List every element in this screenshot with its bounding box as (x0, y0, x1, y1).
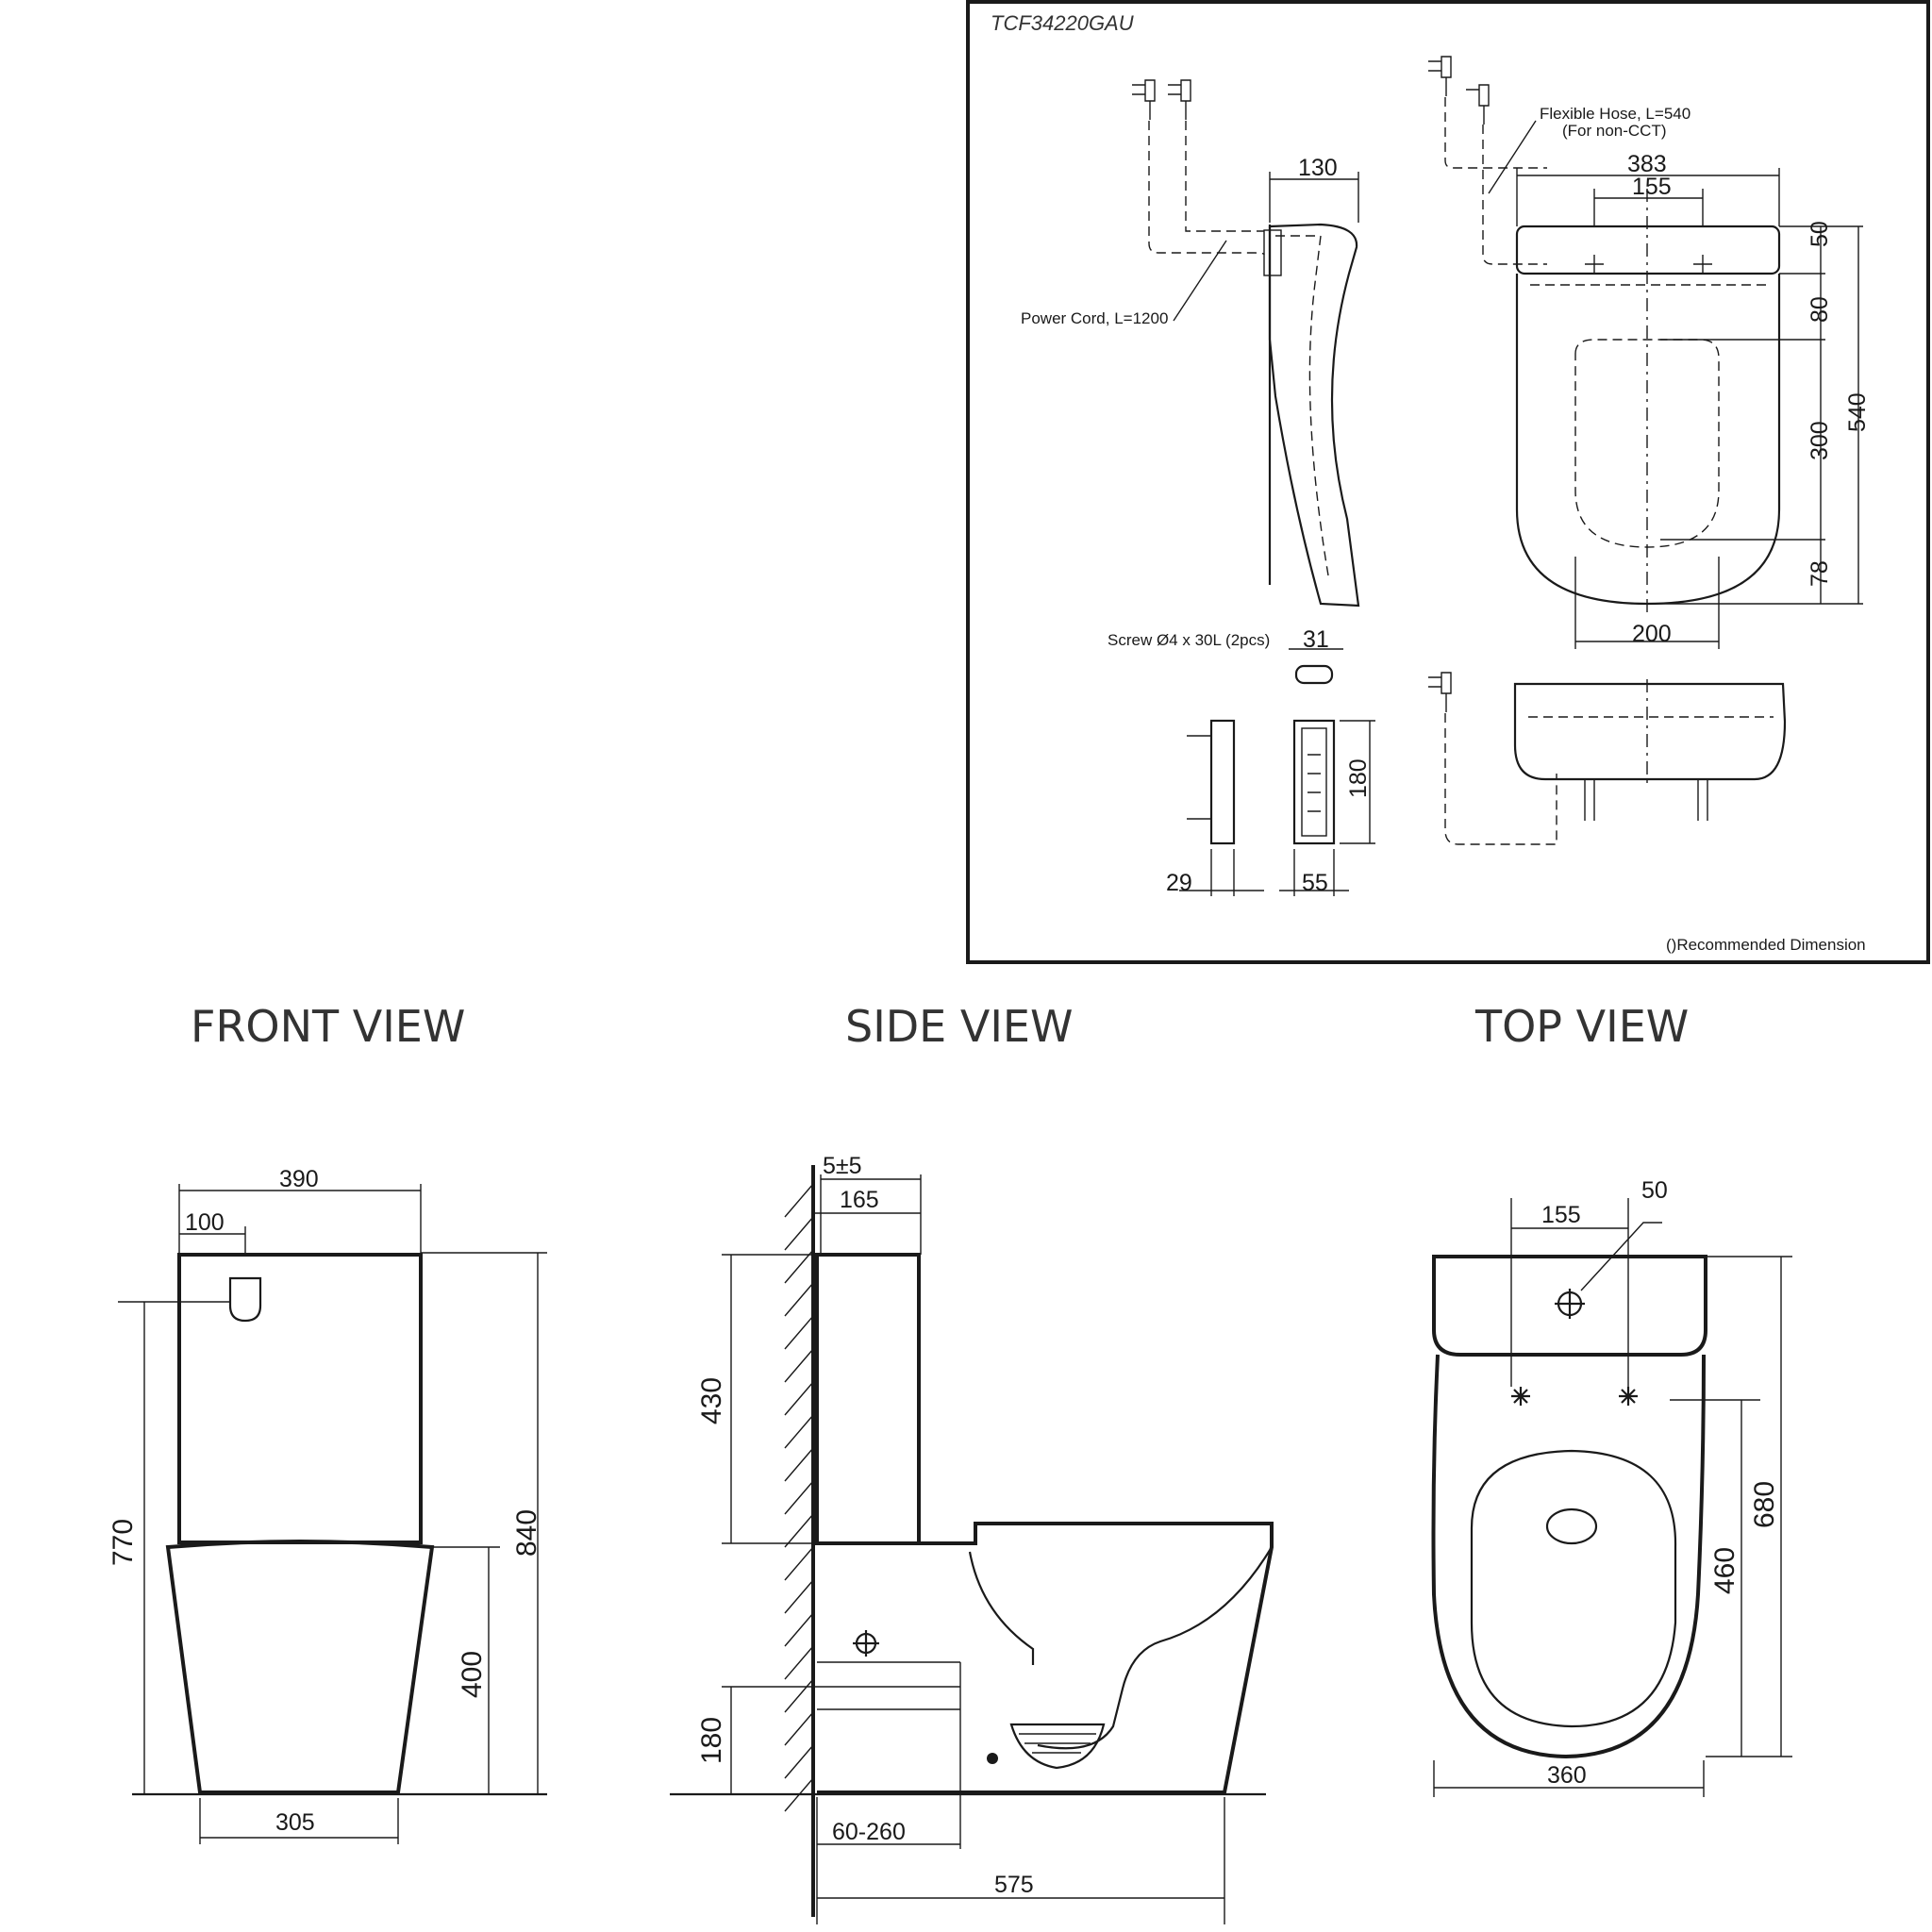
screw-icon (1294, 664, 1334, 685)
front-770-dim: 770 (108, 1519, 139, 1566)
side-depth-dim: 575 (994, 1872, 1034, 1898)
model-number: TCF34220GAU (991, 11, 1134, 35)
front-base-dim: 305 (275, 1809, 315, 1836)
svg-text:29: 29 (1166, 870, 1192, 896)
spec-panel-border (966, 0, 1930, 964)
dim-seat-length: 50 80 300 540 78 (1647, 221, 1871, 605)
spec-panel: TCF34220GAU Power Cord, L=1200 Flexible … (966, 0, 1930, 964)
front-view: 390 100 770 840 400 305 (108, 1166, 547, 1844)
power-cord-line (1148, 97, 1557, 845)
screw-label: Screw Ø4 x 30L (2pcs) (1108, 631, 1270, 649)
svg-text:80: 80 (1807, 296, 1833, 323)
pan-front (165, 1540, 435, 1794)
svg-text:78: 78 (1807, 560, 1833, 587)
inlet-icon (853, 1630, 879, 1657)
seat-side-profile (1263, 223, 1360, 608)
trapway (968, 1546, 1273, 1750)
top-length-dim: 680 (1749, 1481, 1780, 1528)
power-cord-leader (1173, 240, 1227, 322)
remote-front (1292, 719, 1336, 845)
side-view: 5±5 165 430 180 60-260 575 (670, 1153, 1274, 1924)
svg-text:200: 200 (1632, 621, 1672, 647)
side-gap-dim: 5±5 (823, 1153, 862, 1179)
svg-text:155: 155 (1632, 174, 1672, 200)
front-400-dim: 400 (457, 1651, 488, 1698)
cistern-side (815, 1253, 921, 1545)
svg-text:31: 31 (1303, 626, 1329, 653)
dim-side-depth: 130 (1269, 155, 1359, 223)
side-tank-height-dim: 430 (696, 1377, 727, 1424)
seat-hole (1545, 1507, 1598, 1545)
svg-text:383: 383 (1627, 151, 1667, 177)
hole-icon (1511, 1289, 1638, 1406)
front-offset-dim: 100 (185, 1209, 225, 1236)
footnote: ()Recommended Dimension (1666, 936, 1866, 954)
wall-hatch (784, 1183, 814, 1812)
flexible-hose-note: (For non-CCT) (1562, 122, 1667, 140)
svg-text:540: 540 (1844, 392, 1871, 432)
svg-text:55: 55 (1302, 870, 1328, 896)
seat-top-view (1515, 189, 1781, 613)
flexible-hose-label: Flexible Hose, L=540 (1540, 105, 1690, 123)
side-tank-depth-dim: 165 (840, 1187, 879, 1213)
cistern-front (177, 1253, 423, 1544)
power-cord-label: Power Cord, L=1200 (1021, 309, 1168, 327)
svg-text:50: 50 (1807, 221, 1833, 247)
top-seat-length-dim: 460 (1709, 1547, 1740, 1594)
inlet-icon (228, 1276, 262, 1323)
plug-icon (1132, 56, 1490, 712)
cistern-top (1432, 1255, 1707, 1357)
dim-remote: 180 29 55 (1166, 720, 1375, 896)
front-view-title: FRONT VIEW (191, 1001, 465, 1052)
side-setout-dim: 60-260 (832, 1819, 906, 1845)
top-view: 155 50 680 460 360 (1431, 1177, 1792, 1797)
svg-text:300: 300 (1807, 421, 1833, 460)
svg-text:180: 180 (1345, 758, 1372, 798)
front-width-dim: 390 (279, 1166, 319, 1192)
top-hole-dim: 50 (1641, 1177, 1668, 1204)
remote-side (1187, 719, 1236, 845)
svg-text:130: 130 (1298, 155, 1338, 181)
side-inlet-height-dim: 180 (696, 1717, 727, 1764)
dim-seat-width: 383 155 (1516, 151, 1780, 226)
pan-side (817, 1522, 1274, 1794)
top-width-dim: 360 (1547, 1762, 1587, 1789)
top-view-title: TOP VIEW (1474, 1001, 1689, 1052)
seat-top (1470, 1449, 1677, 1728)
side-view-title: SIDE VIEW (845, 1001, 1073, 1052)
top-bolt-dim: 155 (1541, 1202, 1581, 1228)
outlet-dot (987, 1753, 998, 1764)
dim-screw-31: 31 (1289, 626, 1343, 653)
outlet (1009, 1723, 1106, 1770)
dim-seat-200: 200 (1574, 557, 1720, 649)
flexible-hose-leader (1488, 120, 1537, 194)
front-840-dim: 840 (511, 1509, 542, 1557)
pan-top (1431, 1354, 1706, 1759)
seat-front-view (1513, 679, 1787, 821)
